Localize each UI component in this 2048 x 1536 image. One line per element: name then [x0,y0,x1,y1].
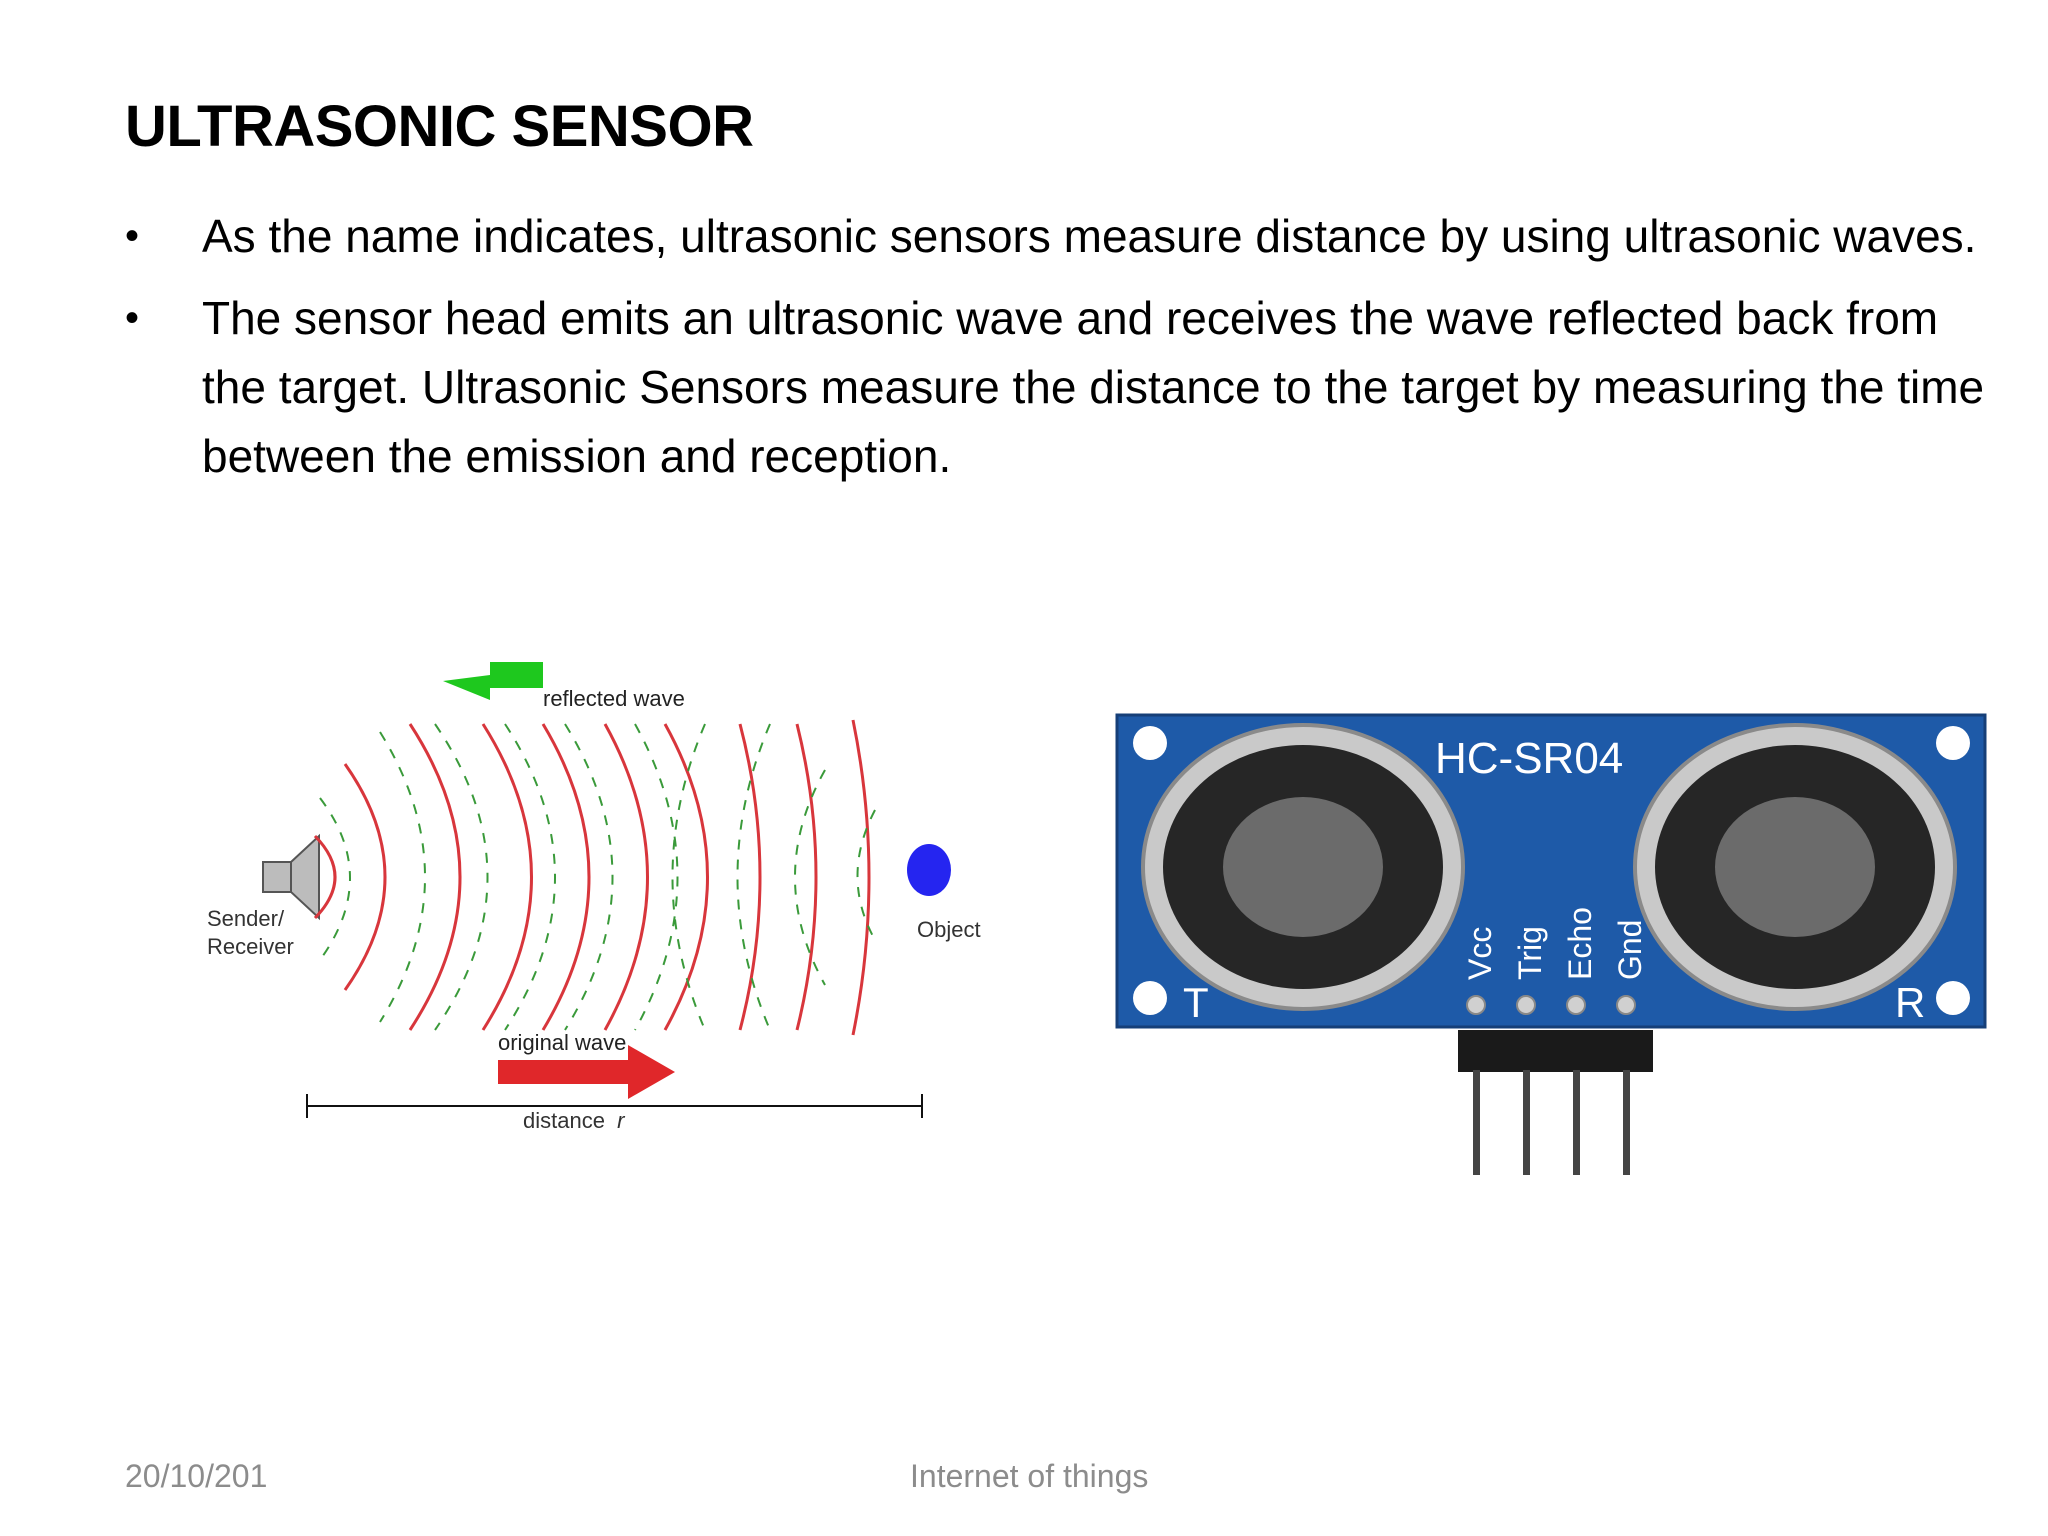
pin-label-trig: Trig [1512,926,1548,980]
sender-label-line1: Sender/ [207,906,285,931]
distance-label: distance r [523,1108,626,1133]
bullet-item: • The sensor head emits an ultrasonic wa… [125,284,1985,491]
reflected-wave-arrow [443,662,543,700]
bullet-text: The sensor head emits an ultrasonic wave… [202,292,1985,482]
pin-label-echo: Echo [1562,907,1598,980]
bullet-item: • As the name indicates, ultrasonic sens… [125,202,1985,271]
receiver-marker: R [1895,979,1925,1026]
reflected-wave-label: reflected wave [543,686,685,711]
transmitter-marker: T [1183,979,1209,1026]
footer-title: Internet of things [910,1458,1149,1494]
sender-label-line2: Receiver [207,934,294,959]
object-label: Object [917,917,981,942]
distance-line [306,1094,923,1118]
header-pins [1458,1030,1653,1175]
pin-label-vcc: Vcc [1462,927,1498,980]
solder-pads [1466,995,1636,1015]
hc-sr04-module-image: HC-SR04 T R Vcc Trig Echo Gnd [1115,713,1987,1175]
distance-text: distance [523,1108,605,1133]
ultrasonic-wave-diagram: reflected wave Sender/ Receiver [207,662,981,1133]
distance-symbol: r [617,1108,626,1133]
mounting-holes [1133,726,1970,1015]
wave-arcs [313,719,876,1036]
module-model-label: HC-SR04 [1435,734,1623,783]
transmitter-transducer [1141,723,1465,1011]
pin-label-gnd: Gnd [1612,920,1648,980]
object-circle [907,844,951,896]
slide-title: ULTRASONIC SENSOR [125,94,754,159]
bullet-marker: • [125,214,140,258]
original-wave-label: original wave [498,1030,626,1055]
speaker-icon [262,833,320,921]
footer-date: 20/10/201 [125,1458,268,1494]
bullet-marker: • [125,296,140,340]
bullet-list: • As the name indicates, ultrasonic sens… [125,202,1985,504]
receiver-transducer [1633,723,1957,1011]
bullet-text: As the name indicates, ultrasonic sensor… [202,210,1977,262]
original-wave-arrow [498,1045,675,1099]
